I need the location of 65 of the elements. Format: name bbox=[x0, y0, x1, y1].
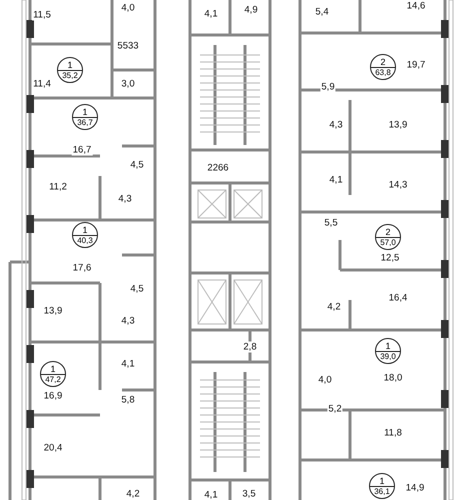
room-area: 16,9 bbox=[42, 390, 64, 402]
room-area: 2,8 bbox=[242, 342, 258, 352]
room-area: 4,2 bbox=[326, 302, 342, 312]
room-area: 4,3 bbox=[120, 316, 136, 326]
room-area: 13,9 bbox=[42, 306, 64, 316]
room-count: 1 bbox=[58, 60, 82, 70]
apartment-marker bbox=[375, 338, 401, 364]
room-area: 4,0 bbox=[317, 374, 333, 386]
room-area: 19,7 bbox=[406, 60, 426, 70]
room-area: 4,5 bbox=[129, 284, 145, 294]
apartment-area: 63,8 bbox=[375, 68, 391, 78]
room-area: 11,8 bbox=[383, 428, 403, 438]
room-count: 1 bbox=[370, 476, 394, 486]
room-count: 1 bbox=[41, 364, 65, 374]
apartment-area: 40,3 bbox=[77, 236, 93, 246]
apartment-area: 39,0 bbox=[380, 352, 396, 362]
apartment-marker bbox=[72, 104, 98, 130]
apartment-marker bbox=[370, 54, 396, 80]
apartment-area: 57,0 bbox=[380, 238, 396, 248]
room-count: 1 bbox=[73, 224, 97, 236]
apartment-area: 35,2 bbox=[62, 70, 78, 80]
room-area: 4,1 bbox=[120, 358, 136, 370]
room-area: 5,2 bbox=[327, 404, 343, 414]
room-area: 14,9 bbox=[404, 482, 426, 494]
apartment-marker bbox=[369, 473, 395, 499]
room-count: 2 bbox=[376, 226, 400, 238]
room-area: 4,5 bbox=[129, 160, 145, 170]
room-area: 16,7 bbox=[72, 144, 92, 156]
room-area: 13,9 bbox=[388, 120, 408, 130]
room-area: 12,5 bbox=[380, 252, 400, 264]
room-area: 4,3 bbox=[328, 120, 344, 130]
room-area: 14,6 bbox=[406, 0, 426, 12]
room-area: 4,2 bbox=[125, 488, 141, 500]
room-area: 16,4 bbox=[388, 292, 408, 304]
room-count: 2 bbox=[371, 56, 395, 68]
apartment-marker bbox=[375, 224, 401, 250]
room-area: 4,3 bbox=[117, 194, 133, 204]
room-area: 11,5 bbox=[32, 10, 52, 20]
room-area: 3,0 bbox=[120, 78, 136, 90]
room-area: 18,0 bbox=[382, 372, 404, 384]
room-area: 20,4 bbox=[42, 442, 64, 454]
room-area: 11,4 bbox=[32, 78, 52, 90]
room-area: 3,5 bbox=[241, 488, 257, 500]
room-area: 11,2 bbox=[48, 182, 68, 192]
apartment-area: 47,2 bbox=[45, 374, 61, 384]
room-area: 14,3 bbox=[388, 180, 408, 190]
apartment-area: 36,7 bbox=[77, 118, 93, 128]
room-area: 2266 bbox=[206, 162, 230, 174]
room-area: 4,1 bbox=[203, 8, 219, 20]
room-area: 5,8 bbox=[120, 394, 136, 406]
room-count: 1 bbox=[73, 106, 97, 118]
apartment-area: 36,1 bbox=[374, 486, 390, 496]
room-area: 4,9 bbox=[243, 4, 259, 16]
apartment-marker bbox=[72, 222, 98, 248]
room-area: 4,1 bbox=[203, 490, 219, 500]
room-area: 5533 bbox=[116, 40, 140, 52]
room-area: 5,9 bbox=[320, 82, 336, 92]
room-count: 1 bbox=[376, 340, 400, 352]
room-area: 17,6 bbox=[72, 262, 92, 274]
room-area: 4,1 bbox=[328, 174, 344, 186]
room-area: 4,0 bbox=[120, 2, 136, 14]
apartment-marker bbox=[40, 361, 66, 387]
apartment-marker bbox=[57, 57, 83, 83]
room-area: 5,4 bbox=[314, 6, 330, 18]
room-area: 5,5 bbox=[323, 218, 339, 228]
